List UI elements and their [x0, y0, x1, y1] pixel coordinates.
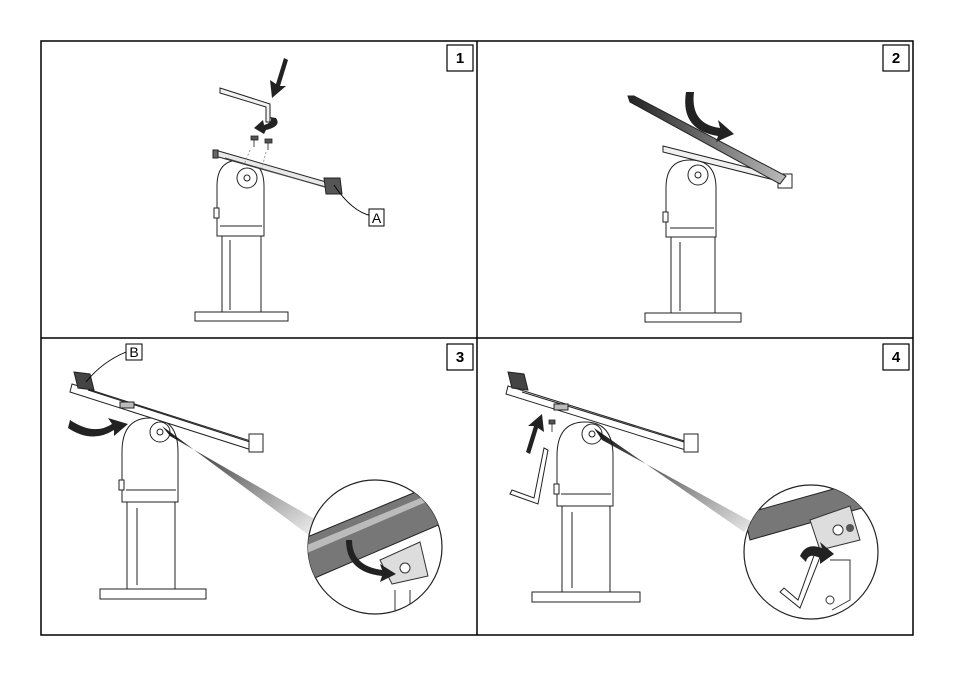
panel-step-1: 1	[195, 45, 473, 321]
cover-plate	[220, 88, 270, 122]
arrow-up-icon	[526, 414, 544, 454]
callout-b: B	[86, 344, 142, 382]
hex-key-icon	[510, 448, 548, 504]
stand	[195, 160, 288, 321]
panel-step-2: 2	[628, 45, 909, 322]
step-number-badge: 1	[447, 45, 473, 71]
svg-text:4: 4	[892, 349, 901, 366]
panel-step-4: 4	[506, 344, 909, 619]
svg-text:A: A	[372, 210, 382, 226]
svg-text:3: 3	[456, 349, 464, 366]
stand	[100, 418, 206, 599]
step-number-badge: 2	[883, 45, 909, 71]
panel-step-3: 3 B	[68, 344, 473, 614]
step-number-badge: 4	[883, 344, 909, 370]
detail-inset	[744, 476, 890, 619]
svg-text:1: 1	[456, 50, 464, 67]
step-number-badge: 3	[447, 344, 473, 370]
svg-text:2: 2	[892, 50, 900, 67]
detail-inset	[300, 480, 450, 614]
screw-icon	[549, 420, 555, 432]
curved-arrow-icon	[68, 418, 128, 437]
svg-text:B: B	[129, 344, 138, 360]
stand	[645, 160, 741, 322]
arrow-down-icon	[270, 58, 288, 98]
